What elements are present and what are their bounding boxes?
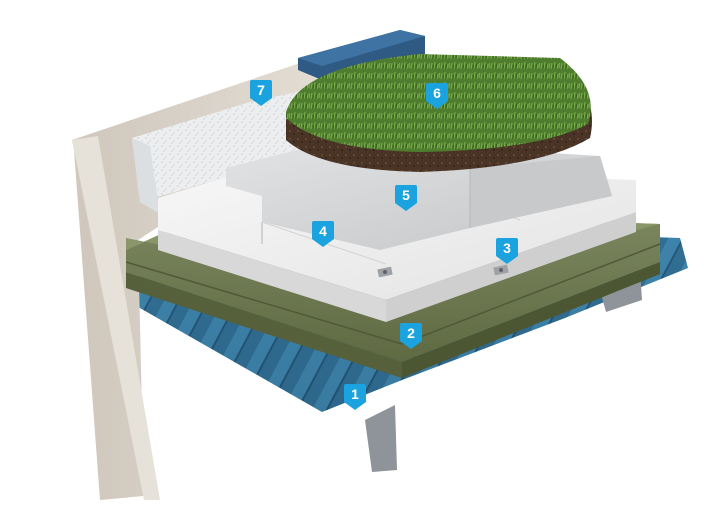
callout-7-label: 7: [257, 82, 265, 98]
callout-5-label: 5: [402, 187, 410, 203]
callout-3-badge: 3: [496, 238, 518, 264]
coping-cap: [298, 30, 425, 80]
callout-6-badge: 6: [426, 83, 448, 109]
callout-4-label: 4: [319, 223, 327, 239]
callout-7-badge: 7: [250, 80, 272, 106]
callout-1-badge: 1: [344, 384, 366, 410]
callout-3-label: 3: [503, 240, 511, 256]
callout-2-badge: 2: [400, 323, 422, 349]
callout-1-label: 1: [351, 386, 359, 402]
callout-4-badge: 4: [312, 221, 334, 247]
callout-5-badge: 5: [395, 185, 417, 211]
callout-2-label: 2: [407, 325, 415, 341]
fasteners: [377, 264, 509, 278]
callout-6-label: 6: [433, 85, 441, 101]
